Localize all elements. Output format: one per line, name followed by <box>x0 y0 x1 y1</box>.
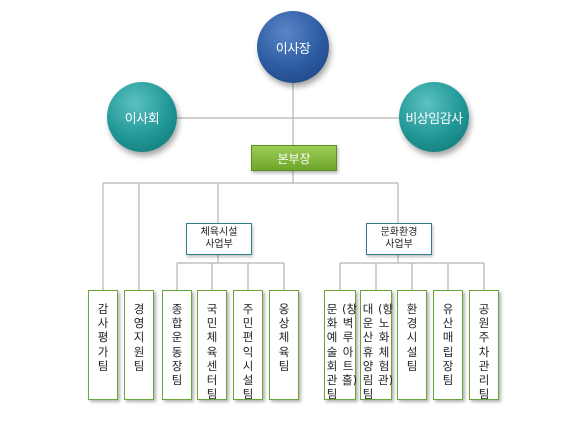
team-parking: 공원주차관리팀 <box>469 290 499 402</box>
team-stadium-label: 종합운동장팀 <box>171 302 183 388</box>
team-parking-label: 공원주차관리팀 <box>478 302 490 402</box>
team-audit-label: 감사평가팀 <box>97 302 109 373</box>
team-art-hall-sub-label: (창벽루아트홀) <box>342 302 358 388</box>
board-node: 이사회 <box>107 82 177 152</box>
headquarters-node: 본부장 <box>251 145 337 171</box>
team-hyangno-sub-label: (향노화체험관) <box>378 302 394 388</box>
sports-division-node: 체육시설 사업부 <box>186 223 252 255</box>
team-sports-center: 국민체육센터팀 <box>197 290 227 402</box>
team-sports-center-label: 국민체육센터팀 <box>206 302 218 402</box>
team-environment-label: 환경시설팀 <box>406 302 418 373</box>
team-management-label: 경영지원팀 <box>133 302 145 373</box>
chairman-label: 이사장 <box>275 41 311 57</box>
team-stadium: 종합운동장팀 <box>162 290 192 400</box>
team-park-label: 유산매립장팀 <box>442 302 454 388</box>
auditor-label: 비상임감사 <box>405 111 463 127</box>
team-audit: 감사평가팀 <box>88 290 118 400</box>
auditor-node: 비상임감사 <box>399 82 469 152</box>
board-label: 이사회 <box>124 111 160 127</box>
team-art-hall: (창벽루아트홀) 문화예술회관팀 <box>324 290 358 402</box>
team-park: 유산매립장팀 <box>433 290 463 400</box>
chairman-node: 이사장 <box>257 11 329 83</box>
team-hyangno: (향노화체험관) 대운산휴양림팀 <box>360 290 394 402</box>
team-management: 경영지원팀 <box>124 290 154 400</box>
team-convenience: 주민편익시설팀 <box>233 290 263 402</box>
culture-division-node: 문화환경 사업부 <box>366 223 432 255</box>
team-ongsang-label: 옹상체육팀 <box>278 302 290 373</box>
headquarters-label: 본부장 <box>277 151 311 166</box>
team-convenience-label: 주민편익시설팀 <box>242 302 254 402</box>
team-hyangno-label: 대운산휴양림팀 <box>362 302 374 402</box>
team-art-hall-label: 문화예술회관팀 <box>326 302 338 402</box>
team-ongsang: 옹상체육팀 <box>269 290 299 400</box>
team-environment: 환경시설팀 <box>397 290 427 400</box>
